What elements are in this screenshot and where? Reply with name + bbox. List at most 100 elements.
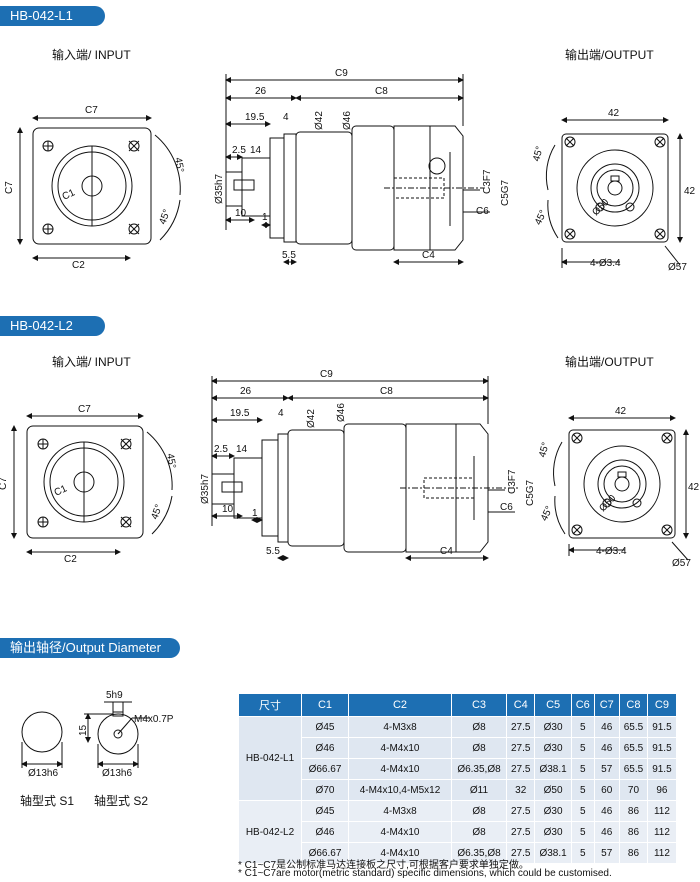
- shaft-s1-drawing: [21, 711, 63, 768]
- dim-c7-side: C7: [4, 181, 15, 194]
- shaft-s2-height: 15: [78, 724, 89, 736]
- table-cell: Ø8: [451, 821, 507, 843]
- table-cell: 46: [593, 716, 620, 738]
- output-label-2: 输出端/OUTPUT: [565, 355, 654, 369]
- table-cell: Ø45: [301, 800, 349, 822]
- table-cell: 4-M4x10: [348, 737, 452, 759]
- shaft-s1-label: 轴型式 S1: [20, 794, 75, 808]
- dim-c5-l2: C5G7: [525, 479, 536, 506]
- table-cell: Ø70: [301, 779, 349, 801]
- dim-2-5-l2: 2.5: [214, 444, 228, 455]
- table-cell: 57: [593, 842, 620, 864]
- dim-2-5: 2.5: [232, 145, 246, 156]
- dim-c8: C8: [375, 86, 388, 97]
- dim-c7-side-l2: C7: [0, 477, 9, 490]
- model-l1: HB-042-L1: [238, 716, 302, 801]
- dim-19-5-l2: 19.5: [230, 408, 250, 419]
- table-cell: 4-M4x10: [348, 842, 452, 864]
- dim-42-top-l2: 42: [615, 406, 627, 417]
- dim-45-h: 45°: [539, 505, 555, 523]
- shaft-s2-label: 轴型式 S2: [94, 794, 149, 808]
- dim-d42v-l2: Ø42: [306, 409, 317, 428]
- dim-c7-top: C7: [85, 105, 98, 116]
- dim-d57-l1: Ø57: [668, 262, 687, 273]
- table-cell: Ø8: [451, 800, 507, 822]
- table-cell: 5: [570, 716, 595, 738]
- dim-c9-l2: C9: [320, 369, 333, 380]
- th-c6: C6: [570, 693, 595, 717]
- table-cell: 4-M3x8: [348, 800, 452, 822]
- side-view-l1: [225, 74, 490, 265]
- table-row: HB-042-L2 Ø45 4-M3x8 Ø8 27.5 Ø30 5 46 86…: [238, 800, 677, 864]
- table-cell: 5: [570, 800, 595, 822]
- dim-d42v: Ø42: [314, 111, 325, 130]
- table-cell: 96: [647, 779, 677, 801]
- dim-4-l2: 4: [278, 408, 284, 419]
- table-cell: 86: [618, 821, 649, 843]
- th-c5: C5: [534, 693, 572, 717]
- dim-c2-l2: C2: [64, 554, 77, 565]
- table-cell: 4-M4x10,4-M5x12: [348, 779, 452, 801]
- table-cell: 112: [647, 821, 677, 843]
- dim-5-5: 5.5: [282, 250, 296, 261]
- table-cell: Ø46: [301, 737, 349, 759]
- side-view-l2: [211, 376, 520, 561]
- table-header-row: 尺寸 C1 C2 C3 C4 C5 C6 C7 C8 C9: [238, 693, 677, 717]
- dim-c8-l2: C8: [380, 386, 393, 397]
- dim-26-l2: 26: [240, 386, 252, 397]
- table-cell: 4-M4x10: [348, 821, 452, 843]
- table-cell: 57: [593, 758, 620, 780]
- table-cell: 27.5: [505, 716, 536, 738]
- spec-table: 尺寸 C1 C2 C3 C4 C5 C6 C7 C8 C9 HB-042-L1 …: [238, 693, 677, 864]
- table-cell: Ø38.1: [534, 758, 572, 780]
- table-cell: 65.5: [618, 737, 649, 759]
- model-l2: HB-042-L2: [238, 800, 302, 864]
- th-c1: C1: [301, 693, 349, 717]
- dim-holes-l1: 4-Ø3.4: [590, 258, 621, 269]
- table-cell: Ø66.67: [301, 758, 349, 780]
- table-row: HB-042-L1 Ø45 4-M3x8 Ø8 27.5 Ø30 5 46 65…: [238, 716, 677, 801]
- table-cell: 32: [505, 779, 536, 801]
- table-cell: 27.5: [505, 842, 536, 864]
- dim-1: 1: [262, 212, 268, 223]
- table-cell: 27.5: [505, 800, 536, 822]
- dim-c5: C5G7: [500, 179, 511, 206]
- input-view-l1: [17, 115, 181, 261]
- dim-d46v-l2: Ø46: [336, 403, 347, 422]
- table-cell: Ø11: [451, 779, 507, 801]
- note-english: * C1~C7are motor(metric standard) specif…: [238, 868, 612, 879]
- th-c9: C9: [647, 693, 677, 717]
- table-cell: Ø6.35,Ø8: [451, 758, 507, 780]
- table-cell: Ø30: [534, 737, 572, 759]
- table-cell: 91.5: [647, 737, 677, 759]
- dim-45-e: 45°: [164, 453, 177, 470]
- table-cell: Ø50: [534, 779, 572, 801]
- table-cell: 27.5: [505, 737, 536, 759]
- dim-c6-l2: C6: [500, 502, 513, 513]
- dim-45-c: 45°: [531, 145, 546, 162]
- dim-c4-l2: C4: [440, 546, 453, 557]
- table-row: Ø46 4-M4x10 Ø8 27.5 Ø30 5 46 86 112: [239, 821, 677, 843]
- table-cell: 46: [593, 737, 620, 759]
- input-label-1: 输入端/ INPUT: [52, 48, 131, 62]
- dim-14-l2: 14: [236, 444, 248, 455]
- table-cell: 46: [593, 821, 620, 843]
- table-cell: 112: [647, 842, 677, 864]
- dim-45-a: 45°: [172, 157, 185, 174]
- dim-holes-l2: 4-Ø3.4: [596, 546, 627, 557]
- dim-26: 26: [255, 86, 267, 97]
- table-row: Ø66.67 4-M4x10 Ø6.35,Ø8 27.5 Ø38.1 5 57 …: [239, 842, 677, 864]
- dim-c9: C9: [335, 68, 348, 79]
- table-cell: Ø30: [534, 716, 572, 738]
- dim-5-5-l2: 5.5: [266, 546, 280, 557]
- dim-d46v: Ø46: [342, 111, 353, 130]
- dim-c7-top-l2: C7: [78, 404, 91, 415]
- table-cell: Ø66.67: [301, 842, 349, 864]
- dim-c1: C1: [61, 187, 78, 203]
- table-cell: 91.5: [647, 716, 677, 738]
- dim-10-l2: 10: [222, 504, 234, 515]
- dim-45-d: 45°: [533, 209, 549, 227]
- shaft-s1-diameter: Ø13h6: [28, 768, 58, 779]
- table-cell: 27.5: [505, 758, 536, 780]
- th-c3: C3: [451, 693, 507, 717]
